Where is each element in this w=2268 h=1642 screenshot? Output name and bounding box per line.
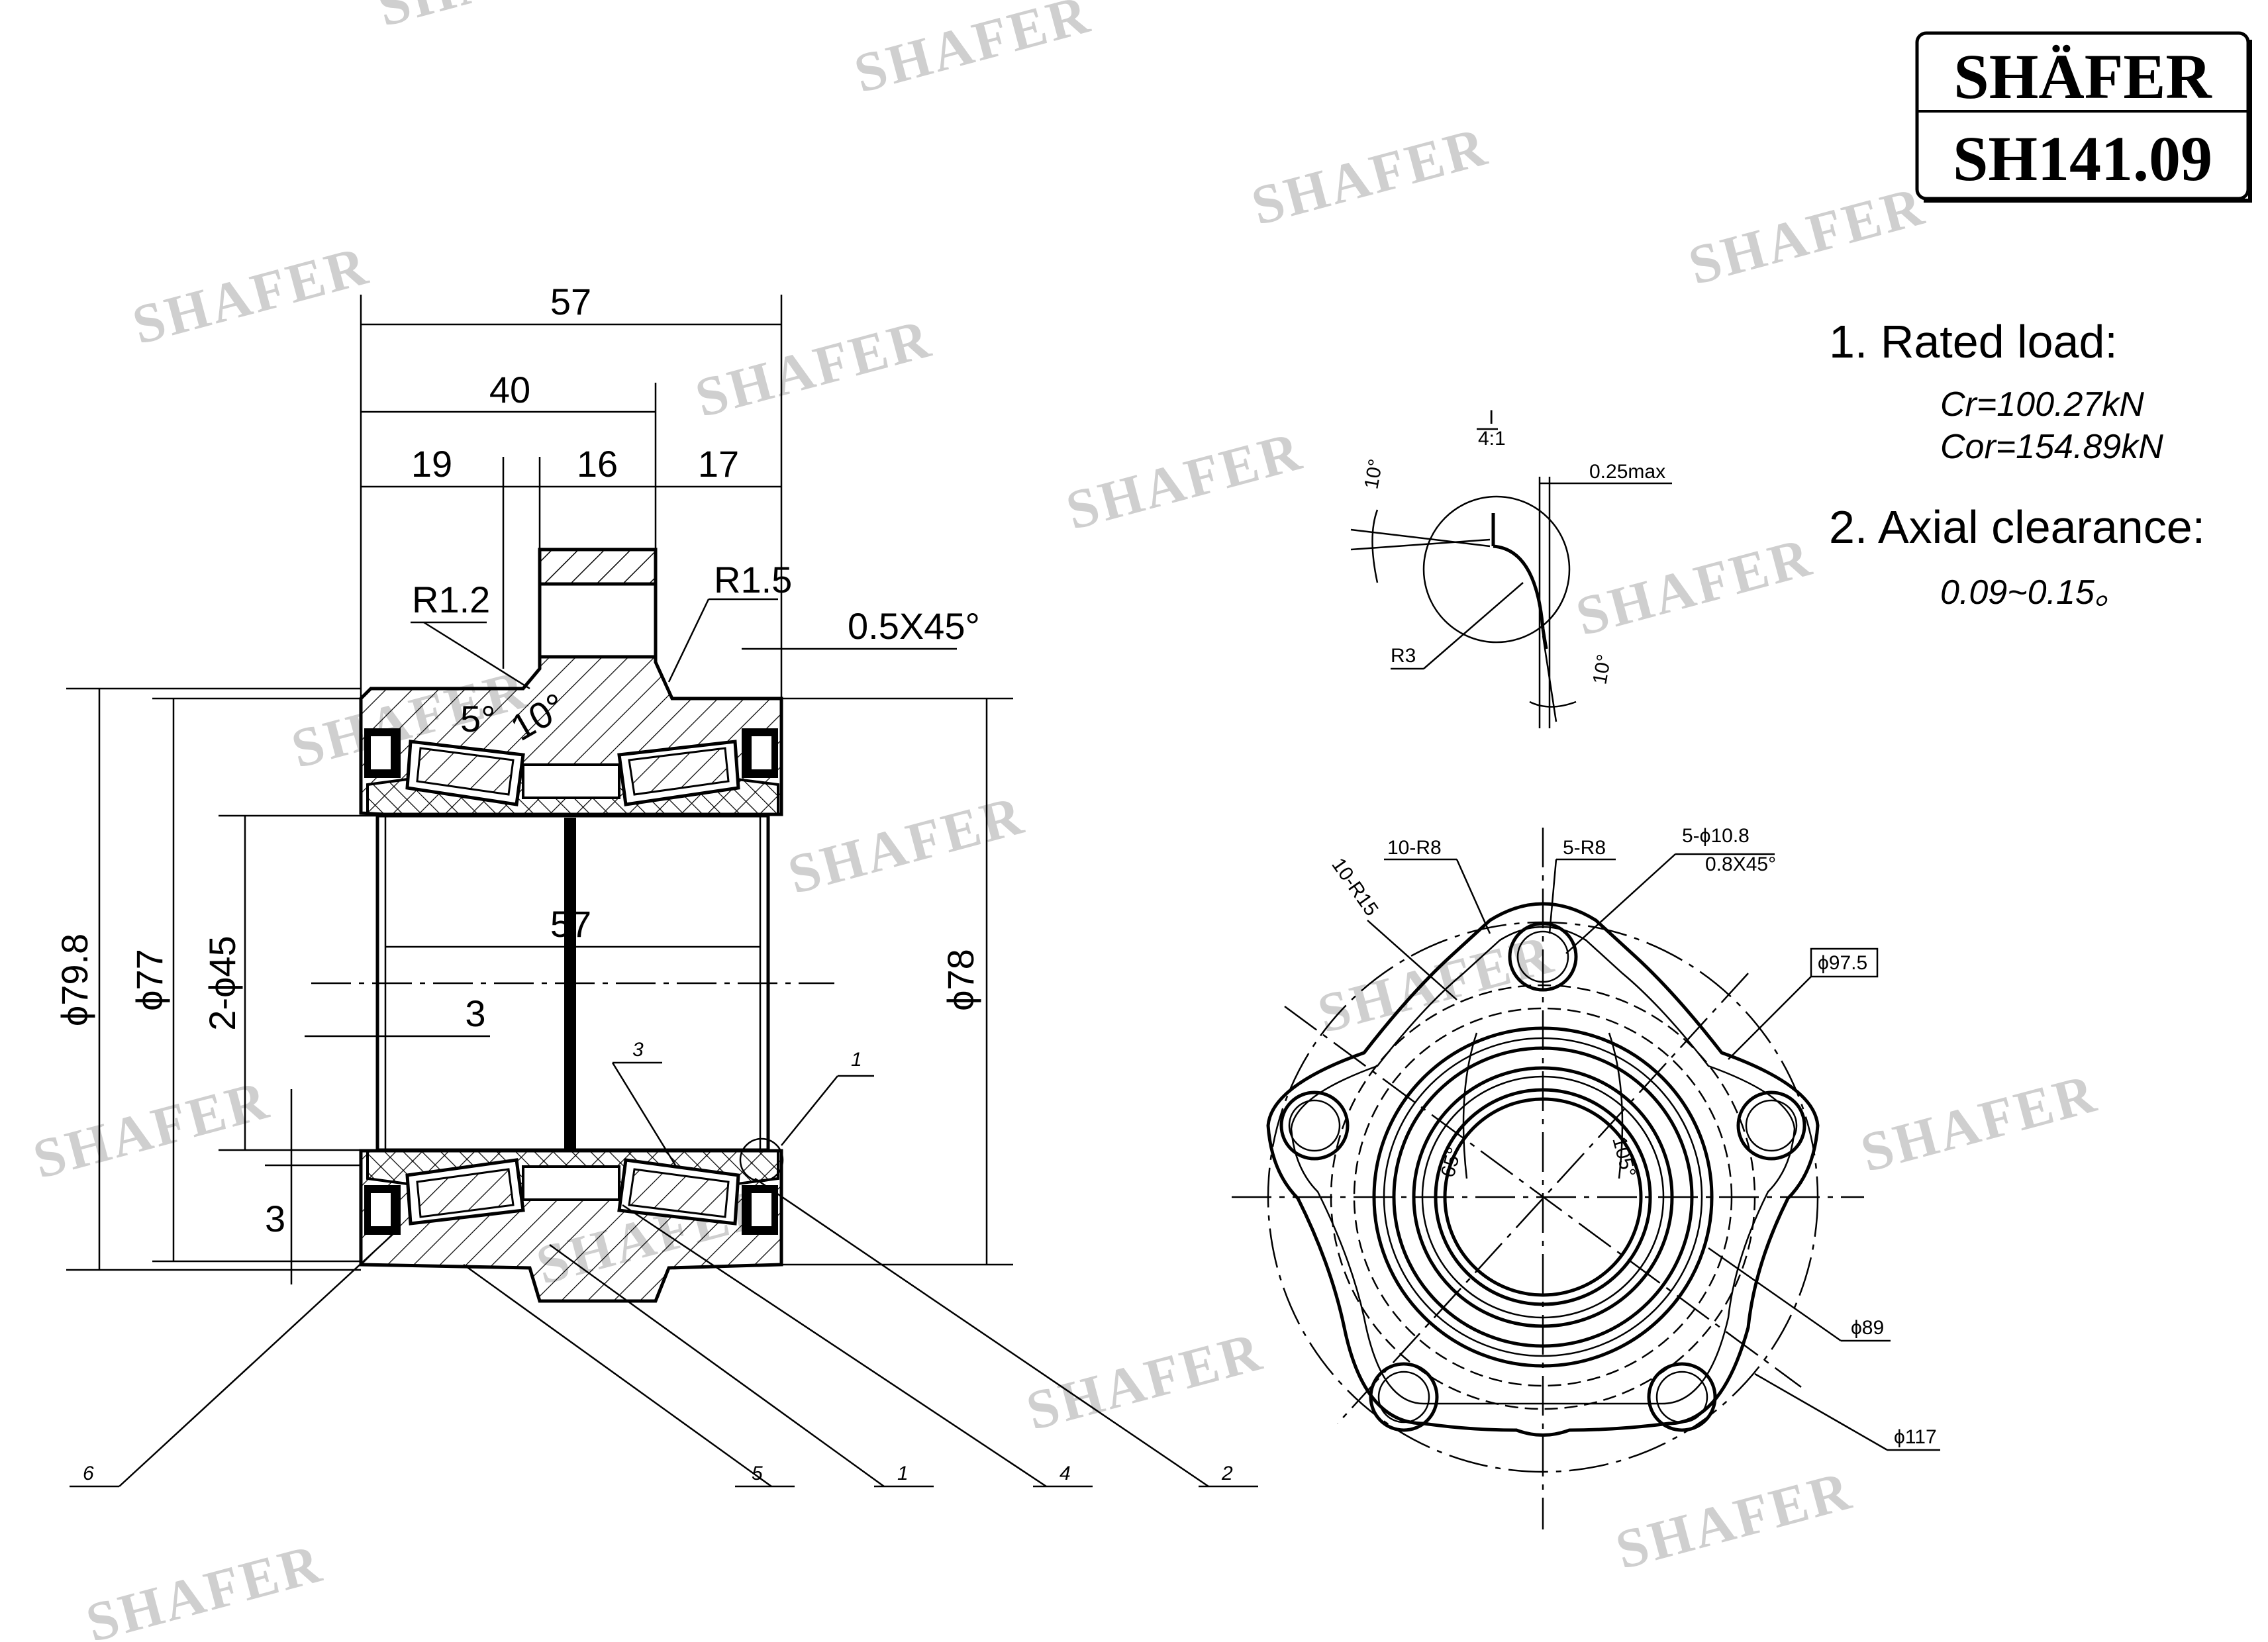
dim-inner-57: 57 <box>550 903 591 945</box>
watermark: SHAFER <box>126 234 375 356</box>
section-view: 57 40 19 16 17 R1.2 R1.5 0.5X45° 5° 10° … <box>54 281 1258 1488</box>
notes: 1. Rated load: Cr=100.27kN Cor=154.89kN … <box>1829 316 2205 612</box>
detail-scale-num: I <box>1489 407 1494 428</box>
dim-edge-3: 3 <box>265 1198 285 1239</box>
roller-top-left <box>405 740 525 806</box>
dim-gap-3: 3 <box>465 992 485 1034</box>
label-dia-89: ϕ89 <box>1851 1317 1884 1339</box>
brand-name: SHÄFER <box>1953 41 2212 112</box>
roller-bottom-right <box>617 1158 740 1226</box>
dim-chamfer: 0.5X45° <box>848 605 980 647</box>
watermark: SHAFER <box>27 1069 276 1190</box>
dim-bore: 2-ϕ45 <box>201 936 243 1030</box>
callout-1: 1 <box>851 1049 862 1071</box>
part-leaders: 6 5 1 4 2 <box>70 1177 1258 1488</box>
dim-width-19: 19 <box>411 443 452 485</box>
dim-width-57: 57 <box>550 281 591 322</box>
label-dia-117: ϕ117 <box>1894 1426 1937 1448</box>
detail-angle-bottom: 10° <box>1589 653 1615 686</box>
detail-max: 0.25max <box>1589 461 1665 483</box>
axial-clearance-heading: 2. Axial clearance: <box>1829 501 2205 553</box>
bolt-hole-right <box>1736 1090 1806 1161</box>
dim-width-17: 17 <box>698 443 739 485</box>
detail-scale: 4:1 <box>1478 428 1506 450</box>
watermark: SHAFER <box>80 1532 329 1642</box>
watermark: SHAFER <box>1683 175 1932 297</box>
flange-view: 10-R8 5-R8 10-R15 5-ϕ10.8 0.8X45° ϕ97.5 … <box>1232 825 1940 1529</box>
flange-outline <box>1266 902 1820 1437</box>
watermark: SHAFER <box>1020 1320 1269 1442</box>
label-dia-97-5: ϕ97.5 <box>1818 952 1867 974</box>
dim-angle-5: 5° <box>460 698 496 740</box>
watermark: SHAFER <box>689 307 938 429</box>
label-holes: 5-ϕ10.8 <box>1682 825 1750 847</box>
bolt-hole-bottom-left <box>1369 1362 1439 1432</box>
part-callout-2: 2 <box>1221 1463 1233 1484</box>
rated-load-cor: Cor=154.89kN <box>1940 428 2163 466</box>
label-holes-chamfer: 0.8X45° <box>1705 853 1776 875</box>
dim-dia-79-8: ϕ79.8 <box>54 934 95 1026</box>
label-5-r8: 5-R8 <box>1563 837 1606 859</box>
label-10-r8: 10-R8 <box>1387 837 1442 859</box>
watermark: SHAFER <box>1855 1062 2104 1184</box>
watermark: SHAFER <box>371 0 620 38</box>
dim-dia-78: ϕ78 <box>940 949 981 1011</box>
callout-3: 3 <box>632 1039 644 1061</box>
title-block: SHÄFER SH141.09 <box>1915 31 2252 203</box>
watermark: SHAFER <box>1246 115 1495 237</box>
watermark: SHAFER <box>782 784 1031 906</box>
label-10-r15: 10-R15 <box>1327 854 1382 920</box>
dim-r12: R1.2 <box>412 579 490 620</box>
label-angle-65: 65° <box>1437 1145 1466 1179</box>
detail-radius: R3 <box>1391 645 1416 667</box>
detail-angle-top: 10° <box>1360 458 1387 491</box>
bolt-hole-bottom-right <box>1647 1362 1717 1432</box>
axial-clearance-value: 0.09~0.15。 <box>1940 573 2129 612</box>
part-callout-6: 6 <box>83 1463 94 1484</box>
bolt-hole-left <box>1279 1090 1350 1161</box>
roller-top-right <box>617 740 740 806</box>
watermark: SHAFER <box>1610 1459 1859 1581</box>
dim-dia-77: ϕ77 <box>128 949 170 1011</box>
watermark: SHAFER <box>1570 526 1819 648</box>
dim-width-16: 16 <box>577 443 618 485</box>
dim-r15: R1.5 <box>714 559 792 601</box>
dim-width-40: 40 <box>489 369 530 410</box>
roller-bottom-left <box>405 1158 525 1226</box>
part-callout-1: 1 <box>897 1463 909 1484</box>
rated-load-cr: Cr=100.27kN <box>1940 385 2144 424</box>
watermark: SHAFER <box>848 0 1097 105</box>
detail-view: I 4:1 0.25max 10° R3 10° <box>1350 407 1672 728</box>
part-callout-4: 4 <box>1060 1463 1071 1484</box>
bolt-hole-top <box>1508 922 1578 992</box>
part-callout-5: 5 <box>752 1463 763 1484</box>
watermark: SHAFER <box>1060 420 1309 542</box>
rated-load-heading: 1. Rated load: <box>1829 316 2118 367</box>
part-number: SH141.09 <box>1953 123 2212 194</box>
